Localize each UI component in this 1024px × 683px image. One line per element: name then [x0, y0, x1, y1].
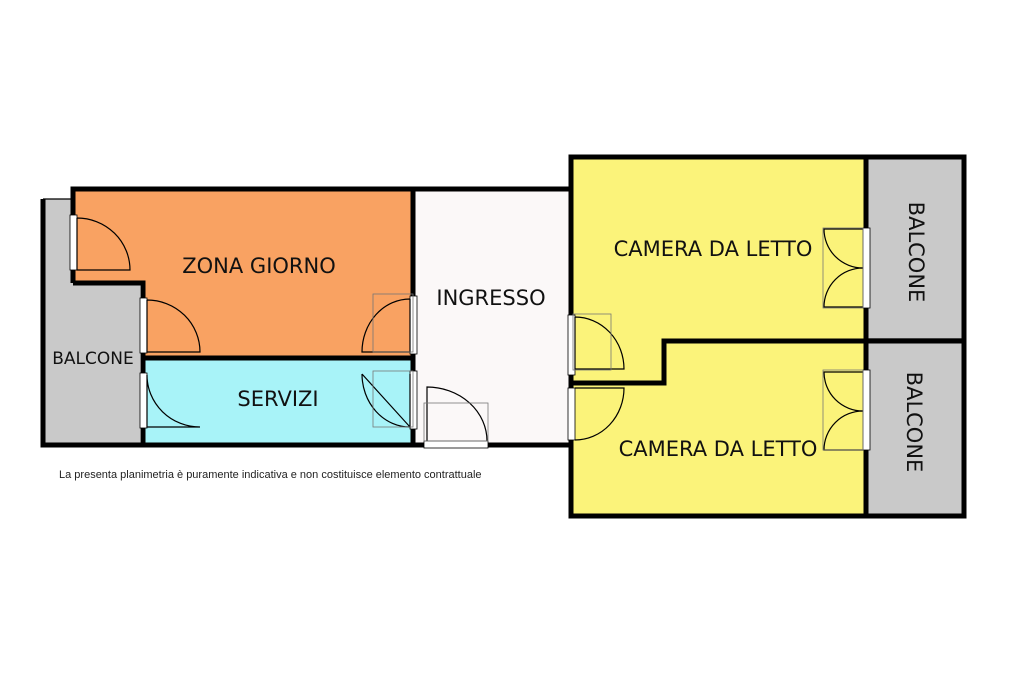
door-swing-main-entrance — [426, 386, 488, 442]
door-swing-servizi-balcony — [146, 374, 201, 428]
camera-1-area — [571, 157, 866, 381]
door-swing-camera-2-balcony-a — [823, 371, 864, 412]
door-swing-camera-2 — [574, 387, 625, 441]
door-swing-zg-balcony-2 — [146, 299, 201, 353]
label-ingresso: INGRESSO — [436, 286, 545, 310]
door-swing-camera-1-balcony-a — [823, 228, 864, 269]
label-camera-2: CAMERA DA LETTO — [619, 437, 818, 461]
door-swing-zg-balcony — [76, 217, 131, 271]
label-balcone-left: BALCONE — [52, 349, 133, 369]
label-balcone-right-bottom: BALCONE — [902, 372, 926, 473]
door-swings — [76, 217, 864, 451]
door-swing-camera-1-balcony-b — [823, 267, 864, 308]
label-camera-1: CAMERA DA LETTO — [614, 237, 813, 261]
wall-bedrooms-divider — [571, 338, 866, 386]
balcone-right-top-area — [866, 157, 964, 339]
ingresso-area — [413, 191, 571, 443]
servizi-area — [145, 360, 413, 443]
disclaimer-text: La presenta planimetria è puramente indi… — [59, 469, 482, 481]
ghost-frames — [372, 227, 864, 451]
door-openings — [69, 214, 871, 451]
wall-balcony-right — [866, 154, 967, 519]
label-servizi: SERVIZI — [237, 387, 318, 411]
label-balcone-right-top: BALCONE — [904, 202, 928, 303]
balcone-left-area — [43, 199, 140, 443]
door-swing-camera-2-balcony-b — [823, 410, 864, 451]
zona-giorno-area — [73, 191, 413, 357]
balcone-right-bottom-area — [866, 339, 964, 516]
label-zona-giorno: ZONA GIORNO — [182, 254, 336, 278]
door-swing-camera-1 — [574, 316, 625, 370]
wall-bedrooms-outline — [568, 154, 869, 519]
wall-outer-left — [40, 199, 413, 448]
door-swing-zg-ingresso — [361, 298, 411, 353]
